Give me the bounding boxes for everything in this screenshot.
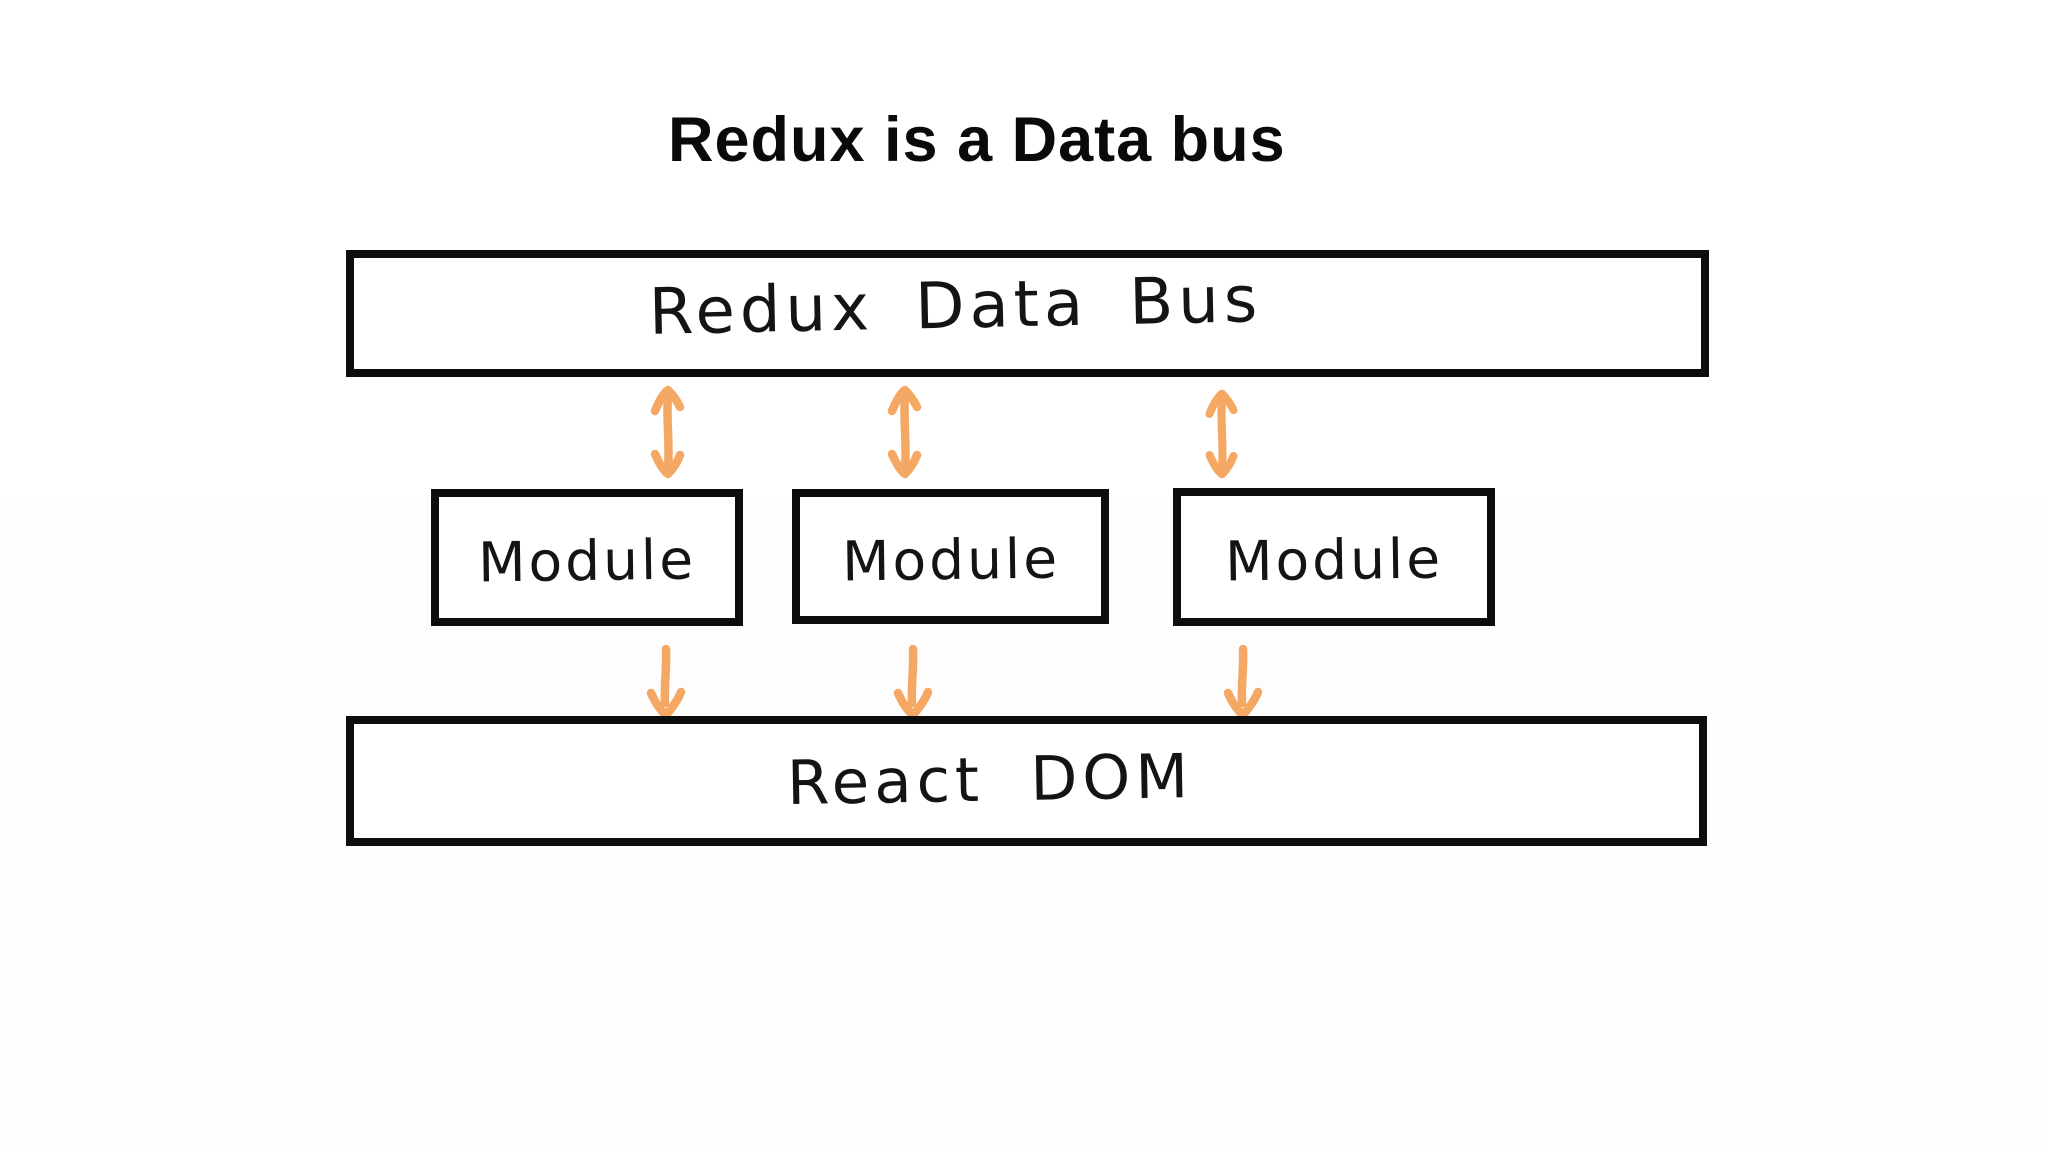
page-title: Redux is a Data bus — [668, 105, 1286, 175]
module-label: Module — [477, 526, 697, 595]
down-arrow-icon — [641, 645, 689, 723]
react-dom-label: React DOM — [786, 740, 1195, 819]
double-arrow-icon — [1200, 388, 1244, 484]
module-box-3: Module — [1173, 488, 1495, 626]
double-arrow-icon — [646, 384, 690, 480]
double-arrow-icon — [883, 384, 927, 480]
module-label: Module — [1224, 526, 1444, 594]
down-arrow-icon — [1218, 645, 1266, 723]
module-box-2: Module — [792, 489, 1109, 624]
down-arrow-icon — [888, 645, 936, 723]
module-box-1: Module — [431, 489, 743, 626]
redux-data-bus-box: Redux Data Bus — [346, 250, 1709, 377]
react-dom-box: React DOM — [346, 716, 1707, 846]
module-label: Module — [841, 525, 1060, 594]
redux-data-bus-label: Redux Data Bus — [647, 262, 1263, 350]
